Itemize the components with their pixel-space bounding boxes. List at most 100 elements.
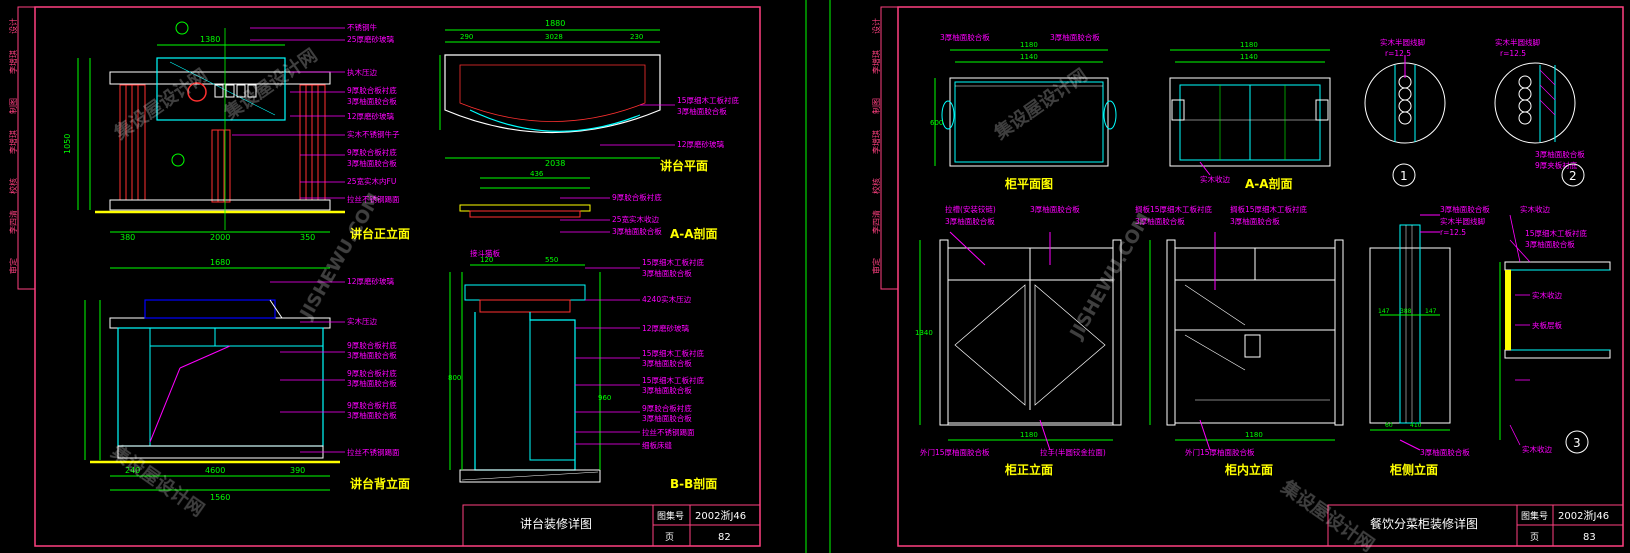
view-title-bb: B-B剖面 xyxy=(670,476,717,491)
front-note-4: 3厚柚面胶合板 xyxy=(347,96,397,106)
plan-note-2: 12厚磨砂玻璃 xyxy=(677,139,725,149)
view-title-aa: A-A剖面 xyxy=(670,226,718,241)
bb-note-4: 12厚磨砂玻璃 xyxy=(642,323,690,333)
front-note-6: 实木不锈钢牛子 xyxy=(347,129,400,139)
aa-note-0: 9厚胶合板衬底 xyxy=(612,192,662,202)
cab-side-note-2: r=12.5 xyxy=(1440,228,1466,237)
watermark-4: 集设屋设计网 xyxy=(1276,476,1378,553)
back-note-3: 3厚柚面胶合板 xyxy=(347,350,397,360)
cab-aa-dim-w: 1180 xyxy=(1240,41,1258,49)
bb-dim-b: 550 xyxy=(545,256,558,264)
view-title-back: 讲台背立面 xyxy=(350,476,410,491)
back-note-8: 拉丝不锈钢踢面 xyxy=(347,447,400,457)
d2-note-2: 3厚柚面胶合板 xyxy=(1535,149,1585,159)
front-note-9: 25宽实木内FU xyxy=(347,176,396,186)
front-dim-top: 1380 xyxy=(200,35,220,44)
left-title-page: 82 xyxy=(718,532,731,543)
aa-note-2: 3厚柚面胶合板 xyxy=(612,226,662,236)
left-side-stamp-text: 设计 李增琪 制图 李增琪 校核 李四清 审定 xyxy=(8,18,18,274)
left-stamp-5: 李四清 xyxy=(8,210,18,234)
right-stamp-3: 李增琪 xyxy=(871,130,881,154)
right-stamp-4: 校核 xyxy=(871,178,881,194)
front-note-1: 25厚磨砂玻璃 xyxy=(347,34,395,44)
cab-inner-note-1: 3厚柚面胶合板 xyxy=(1135,216,1185,226)
cab-inner-note-4: 外门15厚柚面胶合板 xyxy=(1185,447,1255,457)
aa-note-1: 25宽实木收边 xyxy=(612,214,660,224)
cab-inner-dim-w: 1180 xyxy=(1245,431,1263,439)
bb-note-1: 15厚细木工板衬底 xyxy=(642,257,705,267)
d3-note-1: 15厚细木工板衬底 xyxy=(1525,228,1588,238)
cab-inner-note-2: 搁板15厚细木工板衬底 xyxy=(1230,204,1308,214)
bb-note-0: 接斗猫板 xyxy=(470,248,500,258)
cab-side-dim-c: 147 xyxy=(1425,308,1437,315)
right-title-label-page: 页 xyxy=(1530,532,1539,543)
cabinet-inner-elevation: 1180 搁板15厚细木工板衬底 3厚柚面胶合板 搁板15厚细木工板衬底 3厚柚… xyxy=(1135,204,1344,477)
back-note-7: 3厚柚面胶合板 xyxy=(347,410,397,420)
plan-dim-a: 290 xyxy=(460,33,473,41)
cab-side-note-0: 3厚柚面胶合板 xyxy=(1440,204,1490,214)
right-stamp-5: 李四清 xyxy=(871,210,881,234)
cab-inner-note-3: 3厚柚面胶合板 xyxy=(1230,216,1280,226)
d3-note-5: 实木收边 xyxy=(1522,444,1552,454)
left-title-label-no: 图集号 xyxy=(657,510,684,522)
d2-note-1: r=12.5 xyxy=(1500,49,1526,58)
left-stamp-2: 制图 xyxy=(8,98,18,114)
lectern-plan: 1880 290 3028 230 2038 15厚细木工板衬底 3厚柚面胶合板… xyxy=(439,19,740,173)
right-title-page: 83 xyxy=(1583,532,1596,543)
back-dim-w: 1560 xyxy=(210,493,230,502)
cab-front-note-2: 3厚柚面胶合板 xyxy=(1030,204,1080,214)
right-title-block: 餐饮分菜柜装修详图 图集号 2002浙J46 页 83 xyxy=(1327,504,1624,547)
left-title-no: 2002浙J46 xyxy=(695,510,746,522)
detail-2: 实木半圆线脚 r=12.5 3厚柚面胶合板 9厚夹板衬底 2 xyxy=(1494,37,1585,187)
view-title-cab-inner: 柜内立面 xyxy=(1224,462,1273,477)
bb-note-8: 3厚柚面胶合板 xyxy=(642,385,692,395)
cabinet-side-elevation: 147 388 147 60 410 3厚柚面胶合板 实木半圆线脚 r=12.5… xyxy=(1369,204,1490,477)
detail-1: 实木半圆线脚 r=12.5 1 xyxy=(1364,37,1446,187)
front-note-2: 执木压边 xyxy=(347,67,377,77)
cabinet-plan: 1180 1140 600 3厚柚面胶合板 3厚柚面胶合板 柜平面图 xyxy=(930,32,1117,191)
back-dim-top: 1680 xyxy=(210,258,230,267)
cab-front-note-1: 3厚柚面胶合板 xyxy=(945,216,995,226)
cab-front-note-4: 外门15厚柚面胶合板 xyxy=(920,447,990,457)
bb-note-7: 15厚细木工板衬底 xyxy=(642,375,705,385)
watermark-5: 集设屋设计网 xyxy=(106,441,208,522)
front-note-0: 不锈钢牛 xyxy=(347,22,377,32)
view-title-cab-side: 柜侧立面 xyxy=(1389,462,1438,477)
plan-dim-b: 3028 xyxy=(545,33,563,41)
lectern-bb-section: 800 960 120 550 接斗猫板 15厚细木工板衬底 3厚柚面胶合板 4… xyxy=(448,248,717,491)
cab-plan-note-1: 3厚柚面胶合板 xyxy=(1050,32,1100,42)
back-note-4: 9厚胶合板衬底 xyxy=(347,368,397,378)
back-note-5: 3厚柚面胶合板 xyxy=(347,378,397,388)
lectern-front-elevation: 1380 380 2000 350 1050 不锈钢牛 25 xyxy=(63,21,410,242)
right-stamp-1: 李增琪 xyxy=(871,50,881,74)
bb-note-9: 9厚胶合板衬底 xyxy=(642,403,692,413)
d2-note-3: 9厚夹板衬底 xyxy=(1535,160,1578,170)
back-dim-a: 240 xyxy=(125,466,140,475)
bb-dim-a: 120 xyxy=(480,256,493,264)
right-sheet: 设计 李增琪 制图 李增琪 校核 李四清 审定 1180 1140 600 3厚… xyxy=(871,6,1624,547)
bb-note-2: 3厚柚面胶合板 xyxy=(642,268,692,278)
bb-dim-d: 960 xyxy=(598,394,611,402)
front-dim-l: 380 xyxy=(120,233,135,242)
cab-plan-note-0: 3厚柚面胶合板 xyxy=(940,32,990,42)
detail-2-label: 2 xyxy=(1569,169,1577,183)
cabinet-aa-section: 1180 1140 实木收边 A-A剖面 xyxy=(1169,41,1331,191)
right-side-stamp xyxy=(880,6,899,290)
detail-1-label: 1 xyxy=(1400,169,1408,183)
back-note-6: 9厚胶合板衬底 xyxy=(347,400,397,410)
watermark-1: 集设屋设计网 xyxy=(109,64,211,145)
detail-3: 实木收边 15厚细木工板衬底 3厚柚面胶合板 实木收边 夹板层板 实木收边 3 xyxy=(1499,204,1611,454)
back-note-0: 12厚磨砂玻璃 xyxy=(347,276,395,286)
left-stamp-6: 审定 xyxy=(8,258,18,274)
bb-note-5: 15厚细木工板衬底 xyxy=(642,348,705,358)
d1-note-0: 实木半圆线脚 xyxy=(1380,37,1425,47)
bb-note-10: 3厚柚面胶合板 xyxy=(642,413,692,423)
detail-3-label: 3 xyxy=(1573,436,1581,450)
cab-side-dim-b: 388 xyxy=(1400,308,1412,315)
cab-front-note-3: 拉手(半圆铰金拉面) xyxy=(1040,447,1106,457)
d1-note-1: r=12.5 xyxy=(1385,49,1411,58)
plan-note-0: 15厚细木工板衬底 xyxy=(677,95,740,105)
left-stamp-1: 李增琪 xyxy=(8,50,18,74)
left-stamp-0: 设计 xyxy=(8,18,18,34)
